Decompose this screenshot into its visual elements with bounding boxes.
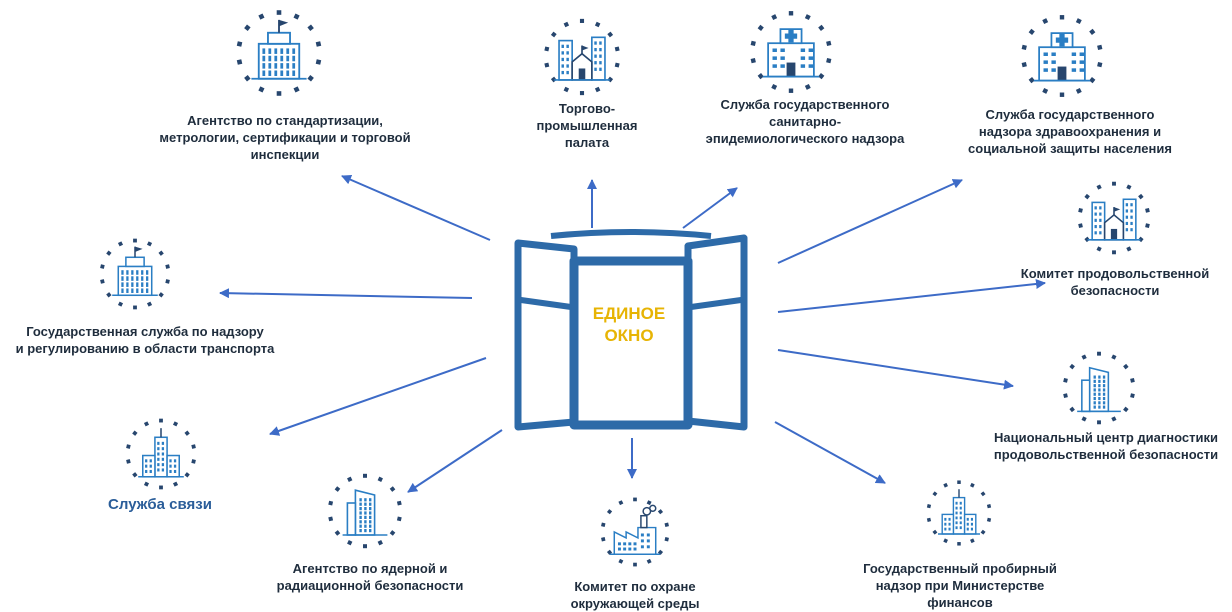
arrow-food-committee: [777, 279, 1046, 313]
arrow-health: [777, 179, 963, 264]
arrow-standards: [341, 174, 491, 241]
agency-label-food-committee: Комитет продовольственной безопасности: [1020, 266, 1210, 298]
agency-icon-food-center: [1060, 346, 1138, 430]
arrow-assay: [774, 421, 886, 484]
agency-label-sanitary: Служба государственного санитарно- эпиде…: [705, 97, 905, 146]
agency-icon-health: [1018, 12, 1106, 100]
single-window-label: ЕДИНОЕ ОКНО: [592, 304, 666, 345]
city-buildings-icon: [1078, 181, 1150, 255]
window-icon: [514, 229, 748, 431]
agency-label-transport: Государственная служба по надзору и регу…: [15, 324, 275, 356]
agency-label-health: Служба государственного надзора здравоох…: [968, 107, 1172, 156]
hospital-icon: [750, 11, 832, 93]
skyscraper-icon: [1063, 351, 1135, 425]
agency-label-assay: Государственный пробирный надзор при Мин…: [863, 561, 1057, 610]
agency-label-food-center: Национальный центр диагностики продоволь…: [993, 430, 1219, 462]
agency-icon-nuclear: [322, 471, 408, 551]
arrow-transport: [219, 288, 473, 299]
tower-building-icon: [926, 480, 992, 546]
agency-icon-environment: [598, 493, 672, 571]
arrow-food-center: [777, 349, 1014, 390]
agency-icon-sanitary: [747, 8, 835, 96]
tower-building-icon: [126, 418, 196, 490]
agency-label-environment: Комитет по охране окружающей среды: [570, 579, 700, 611]
agency-icon-chamber: [541, 16, 623, 98]
hospital-icon: [1021, 15, 1103, 97]
flag-building-icon: [236, 10, 322, 96]
agency-label-standards: Агентство по стандартизации, метрологии,…: [159, 113, 411, 162]
flag-building-icon: [100, 238, 170, 310]
agency-icon-standards: [233, 7, 325, 99]
agency-label-communications: Служба связи: [108, 496, 212, 513]
skyscraper-icon: [328, 473, 402, 549]
agency-icon-communications: [118, 416, 204, 492]
agency-label-chamber: Торгово- промышленная палата: [536, 101, 638, 150]
factory-icon: [601, 497, 669, 567]
arrow-communications: [269, 357, 487, 436]
arrow-sanitary: [682, 187, 738, 229]
agency-icon-transport: [86, 236, 184, 312]
arrow-nuclear: [407, 429, 503, 493]
agency-icon-food-committee: [1068, 179, 1160, 257]
agency-label-nuclear: Агентство по ядерной и радиационной безо…: [276, 561, 464, 593]
agency-icon-assay: [914, 478, 1004, 548]
city-buildings-icon: [544, 18, 620, 96]
